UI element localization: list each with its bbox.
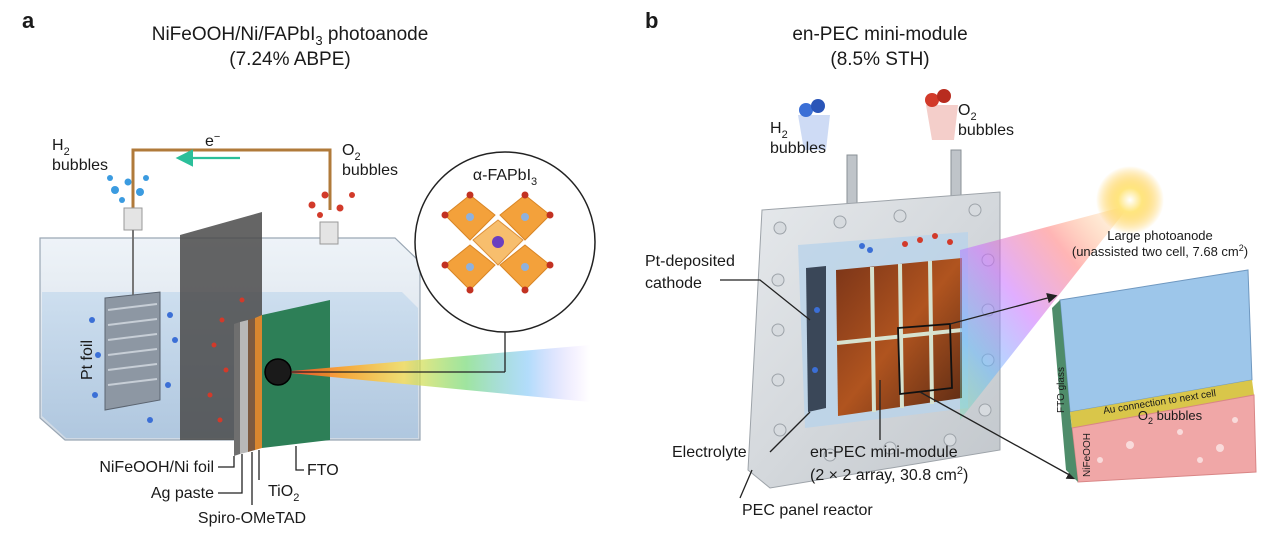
reactor-leader	[739, 469, 753, 499]
cathode-label-1: Pt-deposited	[645, 253, 735, 270]
label-nifeooh-foil: NiFeOOH/Ni foil	[99, 459, 214, 476]
nifeooh-inset-label: NiFeOOH	[1082, 433, 1093, 477]
inset-bottom-cell	[1071, 394, 1257, 483]
zoom-spot	[264, 358, 292, 386]
fto-glass-label: FTO glass	[1056, 367, 1067, 413]
external-wire	[131, 148, 332, 210]
leader-fto	[295, 446, 304, 471]
spiro-layer	[248, 318, 255, 452]
label-spiro: Spiro-OMeTAD	[198, 510, 306, 527]
h2-bubbles-cathode	[89, 312, 178, 423]
label-ag-paste: Ag paste	[151, 485, 214, 502]
h2-outlet-tube	[846, 154, 858, 206]
o2-label-b: O2	[958, 102, 977, 123]
panel-a: a NiFeOOH/Ni/FAPbI3 photoanode (7.24% AB…	[22, 8, 596, 527]
inset-side	[1052, 300, 1078, 482]
incident-light-a	[280, 345, 590, 402]
pt-cathode	[806, 266, 826, 412]
module-label-2: (2 × 2 array, 30.8 cm2)	[810, 465, 968, 484]
perovskite-layer	[255, 315, 262, 450]
h2-label-a: H2	[52, 137, 70, 158]
label-tio2: TiO2	[268, 483, 299, 504]
ag-layer	[240, 320, 248, 454]
incident-light-b	[960, 205, 1130, 420]
cathode-label-2: cathode	[645, 275, 702, 292]
zoom-box	[897, 323, 953, 396]
reactor-label: PEC panel reactor	[742, 502, 873, 519]
large-photoanode-label: Large photoanode	[1107, 228, 1213, 243]
h2-bubbles-label-a: bubbles	[52, 157, 108, 174]
cathode-leader	[720, 279, 811, 321]
h2-molecule-icon	[798, 99, 830, 150]
pt-foil-label: Pt foil	[79, 340, 96, 380]
electron-label: e−	[205, 131, 220, 150]
o2-bubbles-anode	[207, 297, 245, 423]
module-grid-h	[836, 328, 963, 345]
sun-icon	[1096, 166, 1164, 234]
h2-bubbles-label-b: bubbles	[770, 140, 826, 157]
module-label-1: en-PEC mini-module	[810, 444, 958, 461]
pt-foil	[104, 291, 161, 411]
leader-ag	[218, 454, 243, 494]
h2-bubbles-b	[812, 243, 873, 373]
leader-nifeooh	[218, 456, 235, 468]
fto-layer	[262, 300, 330, 448]
o2-outlet-tube	[950, 149, 962, 201]
panel-b-title: en-PEC mini-module	[792, 24, 967, 45]
large-photoanode-spec: (unassisted two cell, 7.68 cm2)	[1072, 243, 1248, 259]
inset-au-strip	[1070, 380, 1254, 428]
panel-b-letter: b	[645, 8, 658, 33]
o2-bubbles-label-a: bubbles	[342, 162, 398, 179]
o2-label-a: O2	[342, 142, 361, 163]
o2-bubbles-a	[308, 191, 355, 218]
label-fto: FTO	[307, 462, 339, 479]
h2-bubbles-a	[107, 175, 149, 203]
panel-a-efficiency: (7.24% ABPE)	[229, 49, 350, 70]
zoom-line-top	[949, 292, 1058, 325]
cathode-connector	[123, 207, 143, 231]
zoom-line-bottom	[919, 391, 1078, 480]
h2-label-b: H2	[770, 120, 788, 141]
photoanode-inset	[1052, 269, 1257, 483]
inset-o2-label: O2 bubbles	[1138, 408, 1203, 426]
anode-connector	[319, 221, 339, 245]
panel-b-efficiency: (8.5% STH)	[830, 49, 929, 70]
crystal-label: α-FAPbI3	[473, 167, 537, 188]
panel-a-letter: a	[22, 8, 35, 33]
photoanode-stack	[234, 300, 330, 456]
electrolyte-label: Electrolyte	[672, 444, 747, 461]
panel-b: b en-PEC mini-module (8.5% STH) H2 bubbl…	[645, 8, 1257, 519]
o2-bubbles-b	[902, 233, 953, 247]
o2-bubbles-label-b: bubbles	[958, 122, 1014, 139]
nifeooh-layer	[234, 322, 240, 456]
o2-molecule-icon	[925, 89, 958, 140]
electrolyte-leader	[769, 411, 811, 453]
octahedra	[441, 191, 554, 294]
panel-a-title: NiFeOOH/Ni/FAPbI3 photoanode	[152, 24, 429, 48]
